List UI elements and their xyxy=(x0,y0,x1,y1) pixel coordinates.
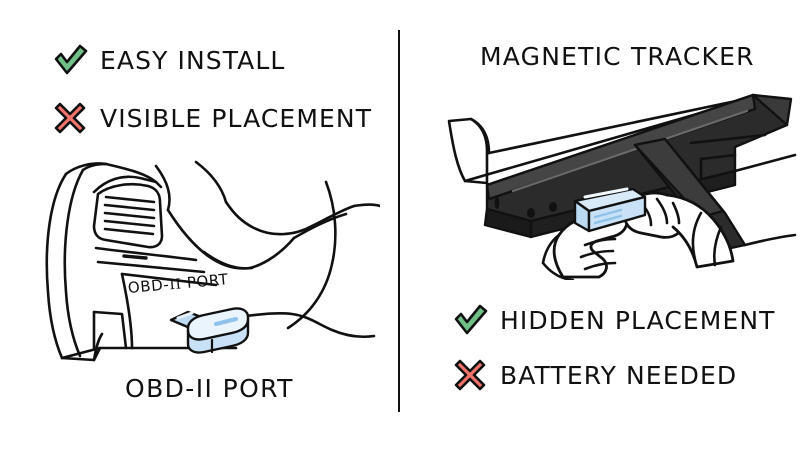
left-panel: EASY INSTALL VISIBLE PLACEMENT xyxy=(0,0,398,450)
cross-icon xyxy=(54,102,86,134)
right-panel: MAGNETIC TRACKER xyxy=(400,0,800,450)
panel-divider xyxy=(398,30,400,412)
right-bullet-label-2: BATTERY NEEDED xyxy=(500,360,738,390)
right-bullet-row-1: HIDDEN PLACEMENT xyxy=(450,300,776,340)
magnetic-tracker-illustration xyxy=(447,93,797,280)
right-bullet-row-2: BATTERY NEEDED xyxy=(450,355,737,395)
left-bullet-label-1: EASY INSTALL xyxy=(100,45,286,75)
car-dashboard-illustration xyxy=(45,160,380,362)
left-bullet-label-2: VISIBLE PLACEMENT xyxy=(100,103,373,133)
right-panel-title: MAGNETIC TRACKER xyxy=(480,42,755,71)
obd-dongle-device xyxy=(169,307,250,354)
check-icon xyxy=(54,44,88,75)
cross-icon xyxy=(454,359,486,391)
check-icon xyxy=(454,304,488,335)
obd-port-inline-prefix: OBD- xyxy=(127,275,171,297)
left-bullet-row-2: VISIBLE PLACEMENT xyxy=(50,98,372,138)
magnetic-tracker-device xyxy=(573,187,647,233)
left-bullet-row-1: EASY INSTALL xyxy=(50,40,285,80)
left-panel-caption: OBD-II PORT xyxy=(125,374,294,403)
right-bullet-label-1: HIDDEN PLACEMENT xyxy=(500,305,776,335)
